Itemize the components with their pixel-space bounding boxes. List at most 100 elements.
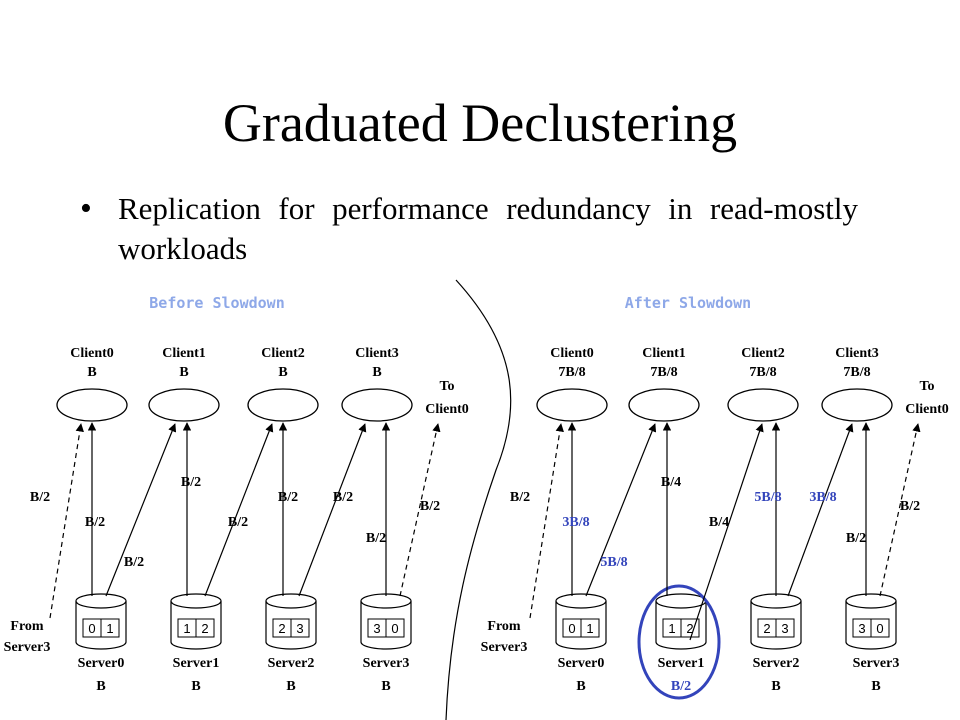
flow-label: 3B/8 bbox=[809, 490, 836, 505]
block-label: 0 bbox=[391, 621, 398, 636]
section-divider bbox=[445, 279, 512, 720]
flow-arrow-dashed bbox=[49, 423, 84, 619]
to-client0-label: To bbox=[439, 379, 454, 394]
client-node: Client1 7B/8 bbox=[628, 346, 700, 422]
block-label: 3 bbox=[781, 621, 788, 636]
flow-arrow bbox=[204, 423, 274, 597]
block-label: 3 bbox=[296, 621, 303, 636]
flow-arrow-dashed bbox=[879, 423, 921, 597]
bullet-marker: • bbox=[80, 190, 92, 227]
client-ellipse bbox=[536, 388, 608, 422]
server-name: Server3 bbox=[853, 656, 900, 671]
to-client0-label: Client0 bbox=[905, 402, 949, 417]
flow-label: B/2 bbox=[124, 555, 144, 570]
client-node: Client2 B bbox=[247, 346, 319, 422]
server-node: 0 1 Server0 B bbox=[75, 593, 127, 694]
flow-arrow bbox=[585, 423, 657, 597]
before-clients: Client0 B Client1 B Client2 B Client3 B bbox=[56, 346, 413, 422]
client-bandwidth: B bbox=[179, 365, 188, 380]
client-ellipse bbox=[148, 388, 220, 422]
client-name: Client1 bbox=[642, 346, 686, 361]
client-bandwidth: B bbox=[278, 365, 287, 380]
server-node: 2 3 Server2 B bbox=[750, 593, 802, 694]
server-node: 1 2 Server1 B/2 bbox=[655, 593, 707, 694]
server-bandwidth: B bbox=[286, 679, 295, 694]
slow-server-highlight bbox=[637, 584, 721, 700]
client-bandwidth: 7B/8 bbox=[558, 365, 585, 380]
server-bandwidth: B/2 bbox=[671, 679, 691, 694]
client-node: Client2 7B/8 bbox=[727, 346, 799, 422]
server-name: Server1 bbox=[173, 656, 220, 671]
block-label: 2 bbox=[763, 621, 770, 636]
flow-label: B/2 bbox=[846, 531, 866, 546]
client-name: Client3 bbox=[835, 346, 879, 361]
client-ellipse bbox=[341, 388, 413, 422]
client-node: Client1 B bbox=[148, 346, 220, 422]
block-label: 0 bbox=[88, 621, 95, 636]
client-ellipse bbox=[727, 388, 799, 422]
client-ellipse bbox=[247, 388, 319, 422]
server-bandwidth: B bbox=[191, 679, 200, 694]
server-node: 3 0 Server3 B bbox=[845, 593, 900, 694]
flow-arrow bbox=[105, 423, 177, 597]
after-flow-arrows bbox=[529, 422, 921, 641]
flow-arrow bbox=[787, 423, 854, 597]
from-server3-label: From bbox=[487, 619, 521, 634]
server-name: Server2 bbox=[753, 656, 800, 671]
before-flow-arrows bbox=[49, 422, 441, 619]
block-label: 1 bbox=[183, 621, 190, 636]
block-label: 3 bbox=[373, 621, 380, 636]
client-bandwidth: B bbox=[372, 365, 381, 380]
disk-top bbox=[170, 593, 222, 609]
from-server3-label: Server3 bbox=[481, 640, 528, 655]
flow-label: B/2 bbox=[510, 490, 530, 505]
server-name: Server1 bbox=[658, 656, 705, 671]
block-label: 2 bbox=[686, 621, 693, 636]
client-ellipse bbox=[821, 388, 893, 422]
client-node: Client0 7B/8 bbox=[536, 346, 608, 422]
disk-top bbox=[750, 593, 802, 609]
flow-label: B/2 bbox=[30, 490, 50, 505]
block-label: 1 bbox=[106, 621, 113, 636]
before-slowdown-header: Before Slowdown bbox=[149, 294, 284, 312]
server-name: Server0 bbox=[78, 656, 125, 671]
block-label: 2 bbox=[201, 621, 208, 636]
block-label: 3 bbox=[858, 621, 865, 636]
client-name: Client2 bbox=[741, 346, 785, 361]
client-name: Client0 bbox=[70, 346, 114, 361]
page-title: Graduated Declustering bbox=[222, 93, 738, 153]
flow-arrow bbox=[689, 423, 764, 641]
block-label: 0 bbox=[876, 621, 883, 636]
flow-label: B/4 bbox=[661, 475, 681, 490]
disk-top bbox=[655, 593, 707, 609]
flow-label: B/2 bbox=[278, 490, 298, 505]
client-name: Client2 bbox=[261, 346, 305, 361]
client-bandwidth: 7B/8 bbox=[843, 365, 870, 380]
server-node: 1 2 Server1 B bbox=[170, 593, 222, 694]
server-name: Server3 bbox=[363, 656, 410, 671]
disk-top bbox=[555, 593, 607, 609]
server-bandwidth: B bbox=[576, 679, 585, 694]
after-servers: 0 1 Server0 B 1 2 Server1 B/2 2 3 Server… bbox=[555, 593, 900, 694]
client-name: Client0 bbox=[550, 346, 594, 361]
client-ellipse bbox=[56, 388, 128, 422]
server-node: 3 0 Server3 B bbox=[360, 593, 412, 694]
disk-top bbox=[265, 593, 317, 609]
block-label: 1 bbox=[668, 621, 675, 636]
client-name: Client3 bbox=[355, 346, 399, 361]
from-server3-label: From bbox=[10, 619, 44, 634]
client-ellipse bbox=[628, 388, 700, 422]
flow-label: B/2 bbox=[420, 499, 440, 514]
server-bandwidth: B bbox=[96, 679, 105, 694]
client-bandwidth: B bbox=[87, 365, 96, 380]
client-node: Client3 B bbox=[341, 346, 413, 422]
flow-arrow-dashed bbox=[529, 423, 564, 619]
flow-arrow-dashed bbox=[399, 423, 441, 597]
server-node: 0 1 Server0 B bbox=[555, 593, 607, 694]
server-bandwidth: B bbox=[771, 679, 780, 694]
disk-top bbox=[845, 593, 897, 609]
block-label: 1 bbox=[586, 621, 593, 636]
disk-top bbox=[360, 593, 412, 609]
to-client0-label: Client0 bbox=[425, 402, 469, 417]
